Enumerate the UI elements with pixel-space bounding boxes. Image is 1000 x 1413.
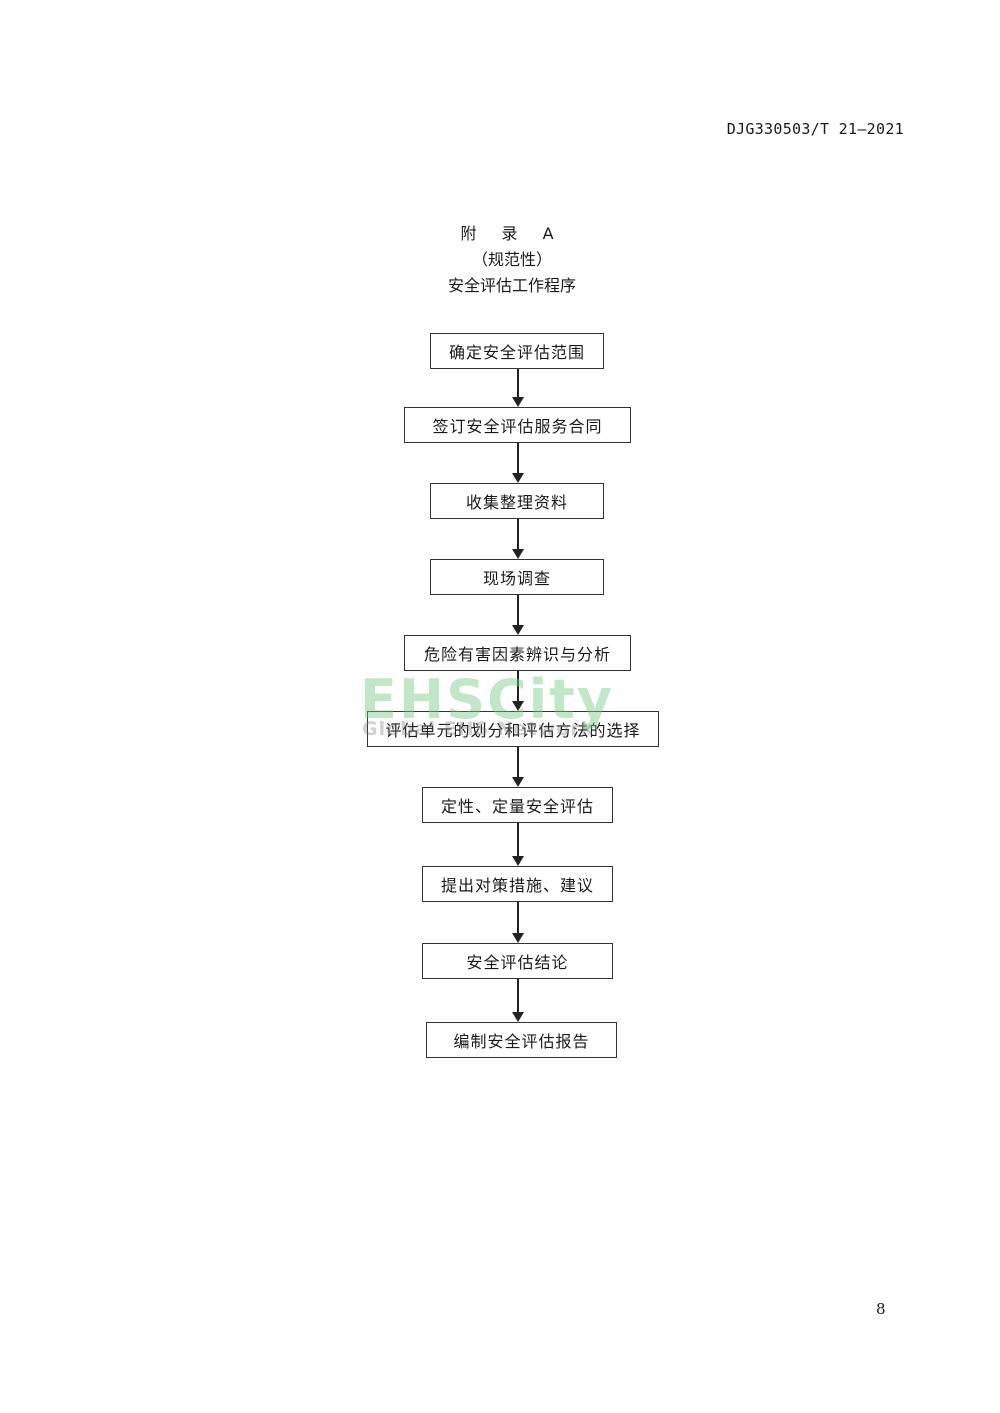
flow-step-collect-data: 收集整理资料	[430, 483, 604, 519]
flow-step-countermeasures: 提出对策措施、建议	[422, 866, 613, 902]
appendix-normativity: （规范性）	[471, 250, 552, 269]
flow-arrow	[512, 443, 524, 483]
flow-step-sign-contract: 签订安全评估服务合同	[404, 407, 631, 443]
appendix-label: 附 录 A	[460, 224, 564, 243]
flow-step-define-scope: 确定安全评估范围	[430, 333, 604, 369]
flow-arrow	[512, 595, 524, 635]
flow-arrow	[512, 902, 524, 943]
flow-step-unit-division-method: 评估单元的划分和评估方法的选择	[367, 711, 659, 747]
flow-arrow	[512, 519, 524, 559]
page-number: 8	[876, 1300, 886, 1318]
flow-step-report: 编制安全评估报告	[426, 1022, 617, 1058]
flow-arrow	[512, 671, 524, 711]
flow-step-site-survey: 现场调查	[430, 559, 604, 595]
flow-step-conclusion: 安全评估结论	[422, 943, 613, 979]
appendix-title: 安全评估工作程序	[447, 276, 576, 295]
flow-arrow	[512, 369, 524, 407]
flow-step-hazard-identification: 危险有害因素辨识与分析	[404, 635, 631, 671]
flow-step-assessment: 定性、定量安全评估	[422, 787, 613, 823]
flow-arrow	[512, 823, 524, 866]
flow-arrow	[512, 747, 524, 787]
flow-arrow	[512, 979, 524, 1022]
document-code: DJG330503/T 21—2021	[726, 120, 904, 138]
